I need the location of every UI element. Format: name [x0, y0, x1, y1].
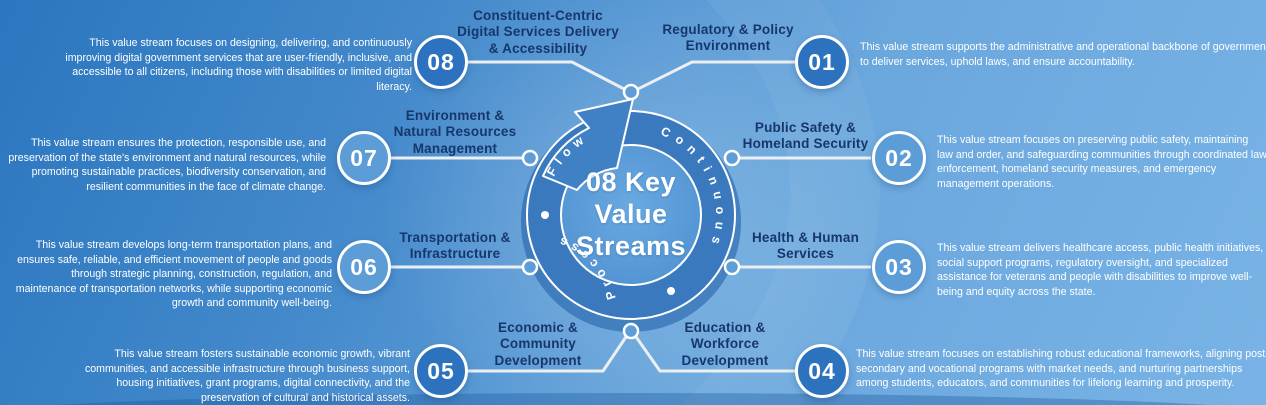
- connector-04: [632, 333, 796, 373]
- connector-01: [633, 60, 796, 93]
- junction-node-left-lower: [521, 258, 539, 276]
- number-badge-04: 04: [795, 344, 849, 398]
- item-title-04: Education & Workforce Development: [681, 320, 769, 368]
- item-title-01: Regulatory & Policy Environment: [662, 22, 794, 54]
- number-badge-02: 02: [872, 131, 926, 185]
- item-title-07: Environment & Natural Resources Manageme…: [393, 108, 517, 156]
- item-description-06: This value stream develops long-term tra…: [15, 239, 332, 310]
- hub: Flow Continuous Process: [521, 98, 741, 332]
- junction-node-left-upper: [521, 149, 539, 167]
- number-badge-08: 08: [414, 35, 468, 89]
- connector-05: [467, 333, 630, 373]
- item-description-01: This value stream supports the administr…: [860, 41, 1266, 68]
- item-description-02: This value stream focuses on preserving …: [937, 134, 1266, 190]
- junction-nodes: [521, 83, 741, 340]
- item-description-07: This value stream ensures the protection…: [8, 137, 326, 193]
- number-badge-05: 05: [414, 344, 468, 398]
- item-title-08: Constituent-Centric Digital Services Del…: [457, 8, 619, 56]
- junction-node-bottom: [622, 322, 640, 340]
- flow-arrow-icon: [542, 98, 634, 191]
- number-badge-07: 07: [337, 131, 391, 185]
- item-description-04: This value stream focuses on establishin…: [856, 348, 1266, 390]
- connector-lines: [391, 60, 871, 373]
- connector-08: [466, 60, 629, 93]
- item-description-05: This value stream fosters sustainable ec…: [84, 348, 410, 404]
- item-title-02: Public Safety & Homeland Security: [742, 120, 869, 152]
- junction-node-top: [622, 83, 640, 101]
- junction-node-right-upper: [723, 149, 741, 167]
- item-description-03: This value stream delivers healthcare ac…: [937, 242, 1264, 298]
- ring-dot-bottom-right: [667, 287, 675, 295]
- item-title-06: Transportation & Infrastructure: [399, 230, 511, 262]
- item-title-03: Health & Human Services: [751, 230, 860, 262]
- item-description-08: This value stream focuses on designing, …: [65, 37, 412, 93]
- number-badge-06: 06: [337, 240, 391, 294]
- item-title-05: Economic & Community Development: [494, 320, 582, 368]
- number-badge-03: 03: [872, 240, 926, 294]
- ring-dot-left: [541, 211, 549, 219]
- hub-inner-circle: [560, 144, 702, 286]
- junction-node-right-lower: [723, 258, 741, 276]
- hub-title: 08 Key Value Streams: [575, 167, 687, 261]
- number-badge-01: 01: [795, 35, 849, 89]
